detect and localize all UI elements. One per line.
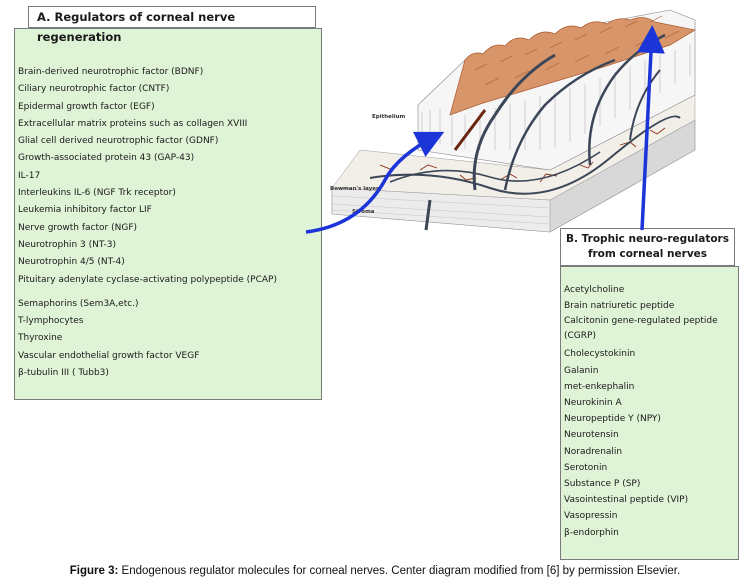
bowmans-layer (331, 94, 696, 201)
list-item: Brain-derived neurotrophic factor (BDNF) (18, 67, 204, 77)
panel-a-title: A. Regulators of corneal nerve regenerat… (28, 6, 316, 44)
list-item: Neurotrophin 4/5 (NT-4) (18, 257, 125, 268)
list-item: Acetylcholine (564, 285, 625, 295)
list-item: IL-17 (18, 170, 41, 181)
list-item: Substance P (SP) (564, 479, 641, 490)
list-item: Cholecystokinin (564, 349, 636, 360)
list-item: Ciliary neurotrophic factor (CNTF) (18, 84, 170, 95)
list-item: Semaphorins (Sem3A,etc.) (18, 298, 139, 309)
panel-b-neuro-regulators: Acetylcholine Brain natriuretic peptide … (560, 266, 739, 560)
list-item: Glial cell derived neurotrophic factor (… (18, 136, 219, 147)
panel-b-title-line2: from corneal nerves (587, 248, 708, 260)
caption-text: Endogenous regulator molecules for corne… (118, 565, 681, 577)
list-item: Vasointestinal peptide (VIP) (564, 495, 689, 506)
panel-b-title: B. Trophic neuro-regulators from corneal… (560, 228, 735, 266)
bowmans-layer-label: Bowman's layer (330, 186, 379, 192)
panel-b-title-line1: B. Trophic neuro-regulators (566, 233, 729, 245)
list-item: T-lymphocytes (18, 316, 84, 327)
figure-caption: Figure 3: Endogenous regulator molecules… (0, 565, 750, 577)
list-item: Vascular endothelial growth factor VEGF (18, 350, 200, 361)
list-item: Noradrenalin (564, 446, 623, 457)
list-item: Epidermal growth factor (EGF) (18, 101, 155, 112)
cornea-diagram: Epithelium Bowman's layer Stroma (330, 9, 696, 233)
list-item: Vasopressin (564, 511, 618, 522)
epithelium-layer (417, 9, 696, 191)
regulators-list: Brain-derived neurotrophic factor (BDNF)… (18, 64, 277, 382)
list-item: Growth-associated protein 43 (GAP-43) (18, 153, 195, 164)
arrow-b-to-epithelium (636, 25, 665, 231)
caption-label: Figure 3: (69, 565, 119, 577)
list-item: β-endorphin (564, 527, 619, 538)
list-item: Interleukins IL-6 (NGF Trk receptor) (18, 188, 176, 199)
stroma-layer (331, 119, 696, 233)
list-item: Pituitary adenylate cyclase-activating p… (18, 274, 277, 285)
panel-a-regulators: Brain-derived neurotrophic factor (BDNF)… (14, 28, 322, 400)
list-item: met-enkephalin (564, 381, 635, 392)
list-item: Galanin (564, 365, 599, 376)
list-item: Extracellular matrix proteins such as co… (18, 118, 248, 129)
list-item: Thyroxine (18, 333, 63, 344)
list-item: Calcitonin gene-regulated peptide (CGRP) (564, 316, 718, 342)
list-item: Leukemia inhibitory factor LIF (18, 205, 152, 216)
list-item: Neurotrophin 3 (NT-3) (18, 239, 116, 250)
list-item: Neurokinin A (564, 398, 622, 409)
list-item: Neuropeptide Y (NPY) (564, 414, 661, 425)
neuro-regulators-list: Acetylcholine Brain natriuretic peptide … (564, 282, 734, 541)
epithelium-label: Epithelium (372, 114, 406, 120)
list-item: β-tubulin III ( Tubb3) (18, 368, 109, 379)
stroma-label: Stroma (352, 209, 375, 215)
list-item: Serotonin (564, 462, 608, 473)
arrow-a-to-diagram (305, 131, 445, 234)
list-item: Nerve growth factor (NGF) (18, 222, 138, 233)
stromal-nerve (424, 199, 432, 231)
list-item: Neurotensin (564, 430, 619, 441)
list-item: Brain natriuretic peptide (564, 301, 675, 312)
